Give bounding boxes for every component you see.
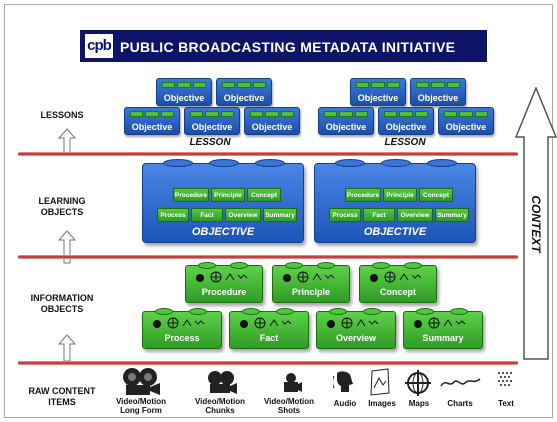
- objective-block: Objective: [350, 78, 406, 106]
- chip-label: Overview: [397, 208, 433, 222]
- level-divider: [18, 152, 518, 156]
- objective-block: Objective: [216, 78, 272, 106]
- level-label-information-objects: INFORMATION OBJECTS: [30, 293, 94, 314]
- film-camera-icon: [208, 371, 237, 394]
- cpb-logo: cpb: [85, 34, 113, 58]
- chip-label: Fact: [363, 208, 395, 222]
- info-object-block: Process: [142, 308, 222, 349]
- speaker-head-icon: [333, 371, 353, 392]
- scribble-icon: [153, 317, 205, 329]
- chip-label: Procedure: [345, 188, 381, 202]
- objective-caption: OBJECTIVE: [363, 226, 427, 238]
- objective-block: Objective: [318, 107, 374, 135]
- info-object-block: Summary: [403, 308, 483, 349]
- text-icon: [498, 372, 512, 386]
- up-arrow-icon: [58, 128, 76, 154]
- raw-label: Video/Motion Long Form: [115, 397, 167, 415]
- level-label-raw-content: RAW CONTENT ITEMS: [28, 386, 96, 407]
- chip-label: Principle: [211, 188, 245, 202]
- chip-label: Procedure: [173, 188, 209, 202]
- info-object-block: Fact: [229, 308, 309, 349]
- chip-label: Concept: [247, 188, 281, 202]
- camera-icon: [284, 373, 302, 392]
- raw-label: Text: [498, 399, 514, 408]
- learning-object-block: Procedure Principle Concept Process Fact…: [142, 159, 304, 243]
- header-banner: cpb PUBLIC BROADCASTING METADATA INITIAT…: [80, 30, 487, 62]
- context-label: CONTEXT: [529, 195, 543, 253]
- scribble-icon: [196, 271, 248, 283]
- scribble-icon: [327, 317, 379, 329]
- learning-object-block: Procedure Principle Concept Process Fact…: [314, 159, 476, 243]
- image-icon: [370, 368, 390, 396]
- diagram-frame: [4, 4, 553, 418]
- scribble-icon: [283, 271, 335, 283]
- info-object-block: Concept: [359, 262, 437, 303]
- chip-label: Summary: [263, 208, 297, 222]
- chart-icon: [440, 378, 481, 387]
- level-label-learning-objects: LEARNING OBJECTS: [38, 196, 86, 217]
- context-arrow-icon: [514, 87, 557, 360]
- raw-label: Video/Motion Chunks: [194, 397, 246, 415]
- up-arrow-icon: [58, 230, 76, 264]
- chip-label: Summary: [435, 208, 469, 222]
- chip-label: Fact: [191, 208, 223, 222]
- level-divider: [18, 255, 518, 259]
- level-label-lessons: LESSONS: [40, 110, 84, 120]
- objective-block: Objective: [124, 107, 180, 135]
- level-divider: [18, 361, 518, 365]
- info-object-block: Procedure: [185, 262, 263, 303]
- info-object-block: Overview: [316, 308, 396, 349]
- info-object-block: Principle: [272, 262, 350, 303]
- raw-label: Maps: [408, 399, 430, 408]
- film-camera-icon: [123, 368, 160, 395]
- objective-caption: OBJECTIVE: [191, 226, 255, 238]
- globe-icon: [405, 370, 431, 396]
- objective-block: Objective: [184, 107, 240, 135]
- chip-label: Overview: [225, 208, 261, 222]
- raw-label: Images: [368, 399, 396, 408]
- scribble-icon: [370, 271, 422, 283]
- chip-label: Process: [329, 208, 361, 222]
- banner-title: PUBLIC BROADCASTING METADATA INITIATIVE: [120, 39, 456, 55]
- chip-label: Principle: [383, 188, 417, 202]
- lesson-caption: LESSON: [189, 137, 231, 148]
- raw-label: Video/Motion Shots: [263, 397, 315, 415]
- objective-block: Objective: [378, 107, 434, 135]
- scribble-icon: [240, 317, 292, 329]
- raw-label: Charts: [447, 399, 473, 408]
- scribble-icon: [414, 317, 466, 329]
- objective-block: Objective: [244, 107, 300, 135]
- raw-label: Audio: [333, 399, 357, 408]
- objective-block: Objective: [438, 107, 494, 135]
- up-arrow-icon: [58, 334, 76, 362]
- objective-block: Objective: [156, 78, 212, 106]
- chip-label: Process: [157, 208, 189, 222]
- chip-label: Concept: [419, 188, 453, 202]
- lesson-caption: LESSON: [384, 137, 426, 148]
- objective-block: Objective: [410, 78, 466, 106]
